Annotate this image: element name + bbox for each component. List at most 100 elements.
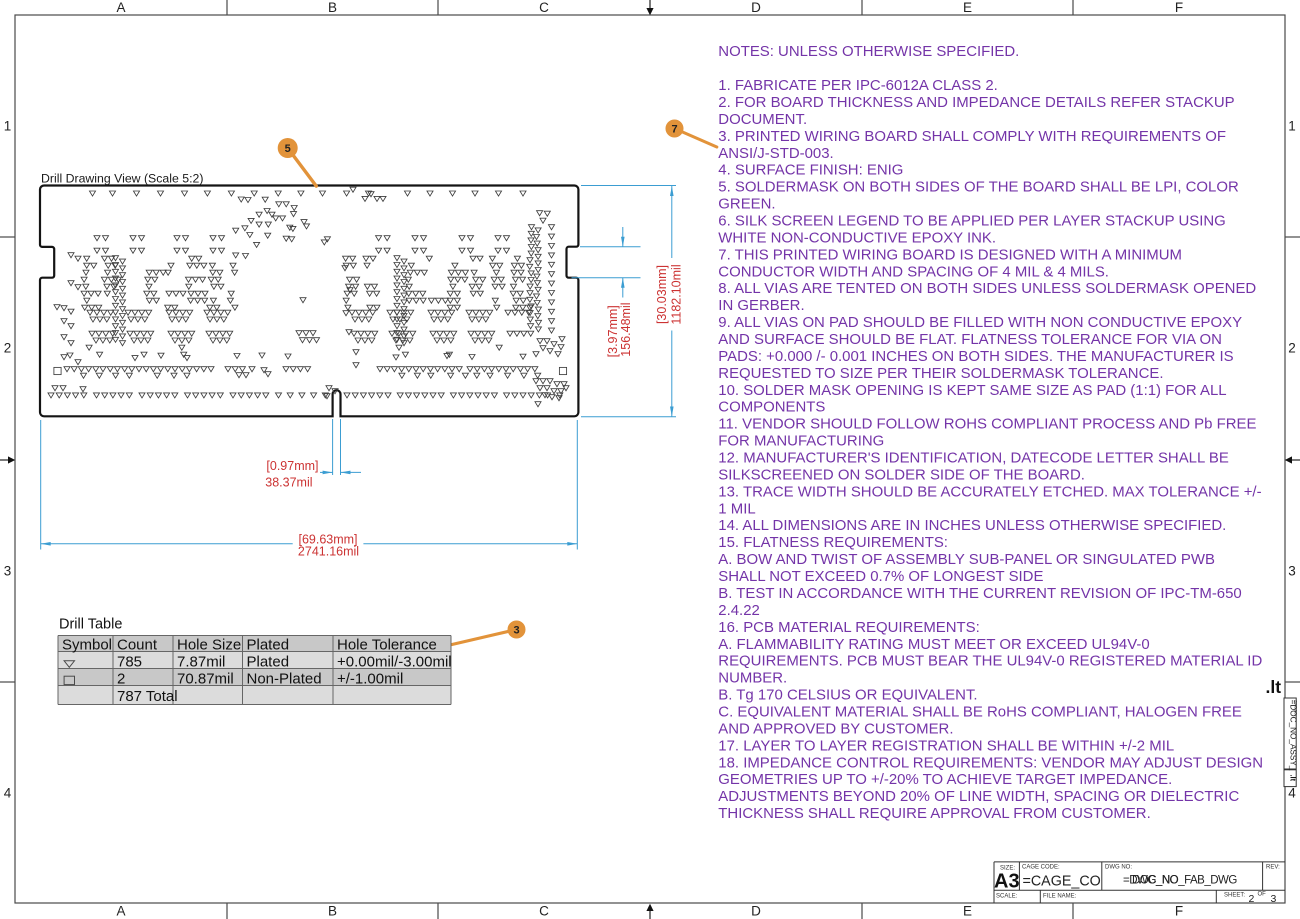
svg-text:785: 785 — [117, 653, 142, 670]
svg-text:3: 3 — [513, 625, 519, 637]
svg-text:=DWG_NO: =DWG_NO — [1123, 875, 1179, 887]
svg-text:NOTES: UNLESS OTHERWISE SPECIF: NOTES: UNLESS OTHERWISE SPECIFIED. — [718, 43, 1019, 60]
svg-text:[0.97mm]: [0.97mm] — [266, 459, 318, 473]
svg-text:FOR MANUFACTURING: FOR MANUFACTURING — [718, 433, 884, 450]
svg-text:38.37mil: 38.37mil — [265, 476, 312, 490]
svg-text:REQUIREMENTS. PCB MUST BEAR TH: REQUIREMENTS. PCB MUST BEAR THE UL94V-0 … — [718, 653, 1262, 670]
svg-text:13. TRACE WIDTH SHOULD BE ACCU: 13. TRACE WIDTH SHOULD BE ACCURATELY ETC… — [718, 483, 1261, 500]
svg-text:Symbol: Symbol — [62, 637, 112, 654]
svg-text:Plated: Plated — [247, 637, 290, 654]
svg-text:7. THIS PRINTED WIRING BOARD I: 7. THIS PRINTED WIRING BOARD IS DESIGNED… — [718, 246, 1182, 263]
svg-text:2.4.22: 2.4.22 — [718, 602, 760, 619]
svg-text:3. PRINTED WIRING BOARD SHALL: 3. PRINTED WIRING BOARD SHALL COMPLY WIT… — [718, 128, 1226, 145]
svg-text:E: E — [963, 904, 972, 919]
svg-text:A3: A3 — [994, 871, 1020, 893]
svg-text:D: D — [751, 0, 761, 15]
svg-text:A. FLAMMABILITY RATING MUST ME: A. FLAMMABILITY RATING MUST MEET OR EXCE… — [718, 636, 1149, 653]
svg-text:B: B — [328, 0, 337, 15]
svg-text:F: F — [1175, 904, 1183, 919]
svg-text:11. VENDOR SHOULD FOLLOW ROHS: 11. VENDOR SHOULD FOLLOW ROHS COMPLIANT … — [718, 416, 1256, 433]
svg-text:=CAGE_CO: =CAGE_CO — [1023, 874, 1101, 890]
svg-text:PADS: +0.000 /- 0.001 INCHES O: PADS: +0.000 /- 0.001 INCHES ON BOTH SID… — [718, 348, 1233, 365]
svg-text:A. BOW AND TWIST OF ASSEMBLY S: A. BOW AND TWIST OF ASSEMBLY SUB-PANEL O… — [718, 551, 1215, 568]
svg-text:Drill Table: Drill Table — [59, 617, 122, 633]
svg-text:COMPONENTS: COMPONENTS — [718, 399, 825, 416]
svg-text:C. EQUIVALENT MATERIAL SHALL B: C. EQUIVALENT MATERIAL SHALL BE RoHS COM… — [718, 704, 1242, 721]
svg-text:NUMBER.: NUMBER. — [718, 670, 787, 687]
svg-text:3: 3 — [1288, 564, 1296, 579]
svg-text:7: 7 — [671, 124, 677, 136]
svg-text:DOC_NO_FAB_DWG: DOC_NO_FAB_DWG — [1132, 875, 1237, 887]
svg-text:18. IMPEDANCE CONTROL REQUIREM: 18. IMPEDANCE CONTROL REQUIREMENTS: VEND… — [718, 754, 1263, 771]
svg-text:B: B — [328, 904, 337, 919]
svg-text:Plated: Plated — [247, 653, 290, 670]
svg-text:DWG NO:: DWG NO: — [1294, 701, 1298, 716]
svg-text:12. MANUFACTURER'S IDENTIFICAT: 12. MANUFACTURER'S IDENTIFICATION, DATEC… — [718, 450, 1229, 467]
svg-text:4: 4 — [4, 786, 12, 801]
svg-text:.lt: .lt — [1289, 774, 1298, 781]
svg-text:4: 4 — [1288, 786, 1296, 801]
svg-text:2: 2 — [1249, 893, 1255, 905]
svg-text:SIZE:: SIZE: — [1000, 866, 1015, 872]
svg-text:1: 1 — [4, 119, 12, 134]
svg-text:A: A — [116, 0, 125, 15]
svg-text:15. FLATNESS REQUIREMENTS:: 15. FLATNESS REQUIREMENTS: — [718, 534, 948, 551]
svg-text:10. SOLDER MASK OPENING IS KEP: 10. SOLDER MASK OPENING IS KEPT SAME SIZ… — [718, 382, 1226, 399]
svg-text:1 MIL: 1 MIL — [718, 500, 755, 517]
svg-text:5. SOLDERMASK ON BOTH SIDES OF: 5. SOLDERMASK ON BOTH SIDES OF THE BOARD… — [718, 179, 1239, 196]
svg-text:.lt: .lt — [1266, 677, 1282, 697]
svg-text:70.87mil: 70.87mil — [177, 670, 234, 687]
svg-text:SHALL NOT EXCEED 0.7% OF LONGE: SHALL NOT EXCEED 0.7% OF LONGEST SIDE — [718, 568, 1043, 585]
svg-text:16. PCB MATERIAL REQUIREMENTS:: 16. PCB MATERIAL REQUIREMENTS: — [718, 619, 979, 636]
svg-text:=DOC_NO_ASSY_: =DOC_NO_ASSY_ — [1289, 700, 1298, 771]
svg-text:5: 5 — [285, 143, 291, 155]
svg-text:2: 2 — [4, 341, 12, 356]
svg-text:D: D — [751, 904, 761, 919]
svg-text:REQUESTED TO SIZE PER THEIR SO: REQUESTED TO SIZE PER THEIR SOLDERMASK T… — [718, 365, 1163, 382]
svg-text:CAGE CODE:: CAGE CODE: — [1022, 865, 1060, 871]
svg-text:SCALE:: SCALE: — [996, 894, 1018, 900]
svg-text:[30.03mm]: [30.03mm] — [655, 265, 669, 324]
svg-text:3: 3 — [1271, 893, 1277, 905]
svg-text:1. FABRICATE PER IPC-6012A CLA: 1. FABRICATE PER IPC-6012A CLASS 2. — [718, 77, 998, 94]
svg-text:7.87mil: 7.87mil — [177, 653, 225, 670]
svg-text:C: C — [539, 0, 549, 15]
svg-text:REV:: REV: — [1266, 865, 1280, 871]
svg-text:2: 2 — [1288, 341, 1296, 356]
svg-text:3: 3 — [4, 564, 12, 579]
svg-text:B. TEST IN ACCORDANCE WITH THE: B. TEST IN ACCORDANCE WITH THE CURRENT R… — [718, 585, 1241, 602]
svg-text:[69.63mm]: [69.63mm] — [298, 533, 357, 547]
svg-text:WHITE NON-CONDUCTIVE EPOXY INK: WHITE NON-CONDUCTIVE EPOXY INK. — [718, 229, 996, 246]
svg-text:ADJUSTMENTS BEYOND 20% OF LINE: ADJUSTMENTS BEYOND 20% OF LINE WIDTH, SP… — [718, 788, 1239, 805]
svg-text:2: 2 — [117, 670, 125, 687]
svg-text:SILKSCREENED ON SOLDER SIDE OF: SILKSCREENED ON SOLDER SIDE OF THE BOARD… — [718, 466, 1085, 483]
svg-text:9. ALL VIAS ON PAD SHOULD BE F: 9. ALL VIAS ON PAD SHOULD BE FILLED WITH… — [718, 314, 1242, 331]
svg-text:4. SURFACE FINISH: ENIG: 4. SURFACE FINISH: ENIG — [718, 162, 903, 179]
svg-text:Non-Plated: Non-Plated — [247, 670, 322, 687]
svg-text:ANSI/J-STD-003.: ANSI/J-STD-003. — [718, 145, 833, 162]
svg-text:E: E — [963, 0, 972, 15]
svg-text:+0.00mil/-3.00mil: +0.00mil/-3.00mil — [337, 653, 452, 670]
svg-text:FILE NAME:: FILE NAME: — [1043, 894, 1077, 900]
svg-text:14. ALL DIMENSIONS ARE IN INCH: 14. ALL DIMENSIONS ARE IN INCHES UNLESS … — [718, 517, 1226, 534]
svg-text:B. Tg 170 CELSIUS OR EQUIVALEN: B. Tg 170 CELSIUS OR EQUIVALENT. — [718, 687, 977, 704]
svg-text:8. ALL VIAS ARE TENTED ON BOTH: 8. ALL VIAS ARE TENTED ON BOTH SIDES UNL… — [718, 280, 1256, 297]
svg-text:OF: OF — [1258, 892, 1267, 898]
svg-text:DWG NO:: DWG NO: — [1105, 865, 1132, 871]
svg-text:787 Total: 787 Total — [117, 688, 178, 705]
svg-text:F: F — [1175, 0, 1183, 15]
svg-text:1: 1 — [1288, 119, 1296, 134]
svg-text:GREEN.: GREEN. — [718, 196, 775, 213]
svg-text:C: C — [539, 904, 549, 919]
svg-text:17. LAYER TO LAYER REGISTRATIO: 17. LAYER TO LAYER REGISTRATION SHALL BE… — [718, 737, 1174, 754]
svg-text:DOCUMENT.: DOCUMENT. — [718, 111, 807, 128]
svg-text:2741.16mil: 2741.16mil — [298, 545, 359, 559]
svg-text:[3.97mm]: [3.97mm] — [606, 305, 620, 357]
svg-text:A: A — [116, 904, 125, 919]
svg-text:THICKNESS SHALL REQUIRE APPROV: THICKNESS SHALL REQUIRE APPROVAL FROM CU… — [718, 805, 1150, 822]
svg-text:2. FOR BOARD THICKNESS AND IMP: 2. FOR BOARD THICKNESS AND IMPEDANCE DET… — [718, 94, 1234, 111]
svg-text:CONDUCTOR WIDTH AND SPACING OF: CONDUCTOR WIDTH AND SPACING OF 4 MIL & 4… — [718, 263, 1109, 280]
svg-text:Count: Count — [117, 637, 158, 654]
svg-text:SHEET:: SHEET: — [1224, 893, 1245, 899]
svg-text:IN GERBER.: IN GERBER. — [718, 297, 804, 314]
